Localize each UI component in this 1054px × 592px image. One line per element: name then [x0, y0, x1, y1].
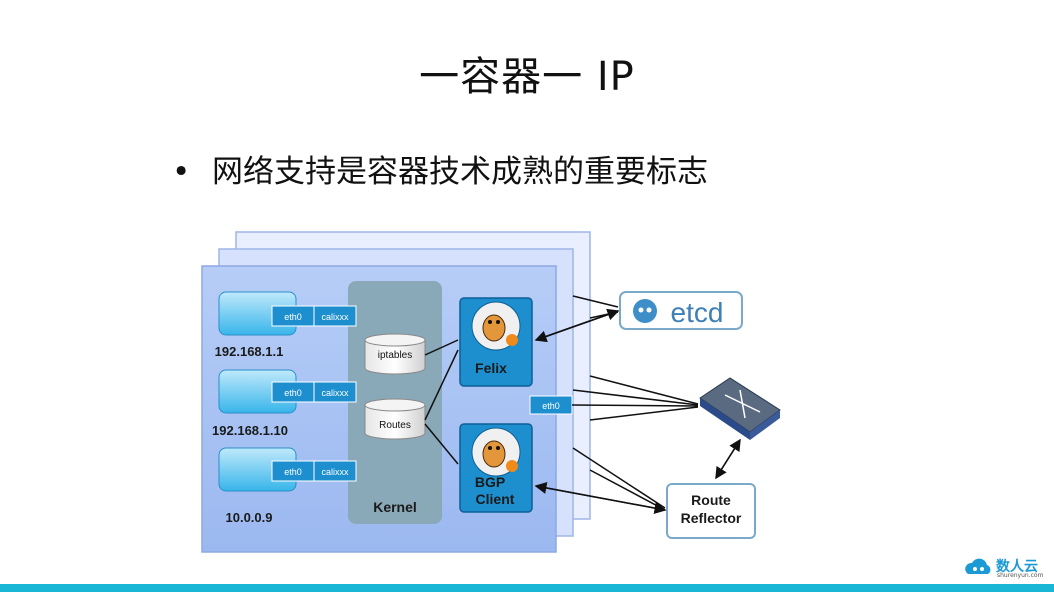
cali-interface [313, 381, 357, 403]
router-icon [699, 377, 781, 440]
container-ip: 10.0.0.9 [226, 510, 273, 525]
cali-label: calixxx [321, 388, 349, 398]
brand-name-en: shurenyun.com [997, 572, 1044, 579]
bgp-label-line2: Client [476, 491, 515, 507]
bullet-item: • 网络支持是容器技术成熟的重要标志 [172, 146, 708, 191]
felix-label: Felix [475, 360, 507, 376]
eth-label: eth0 [284, 388, 302, 398]
container-2: eth0 calixxx 192.168.1.10 [212, 369, 357, 438]
eth-label: eth0 [284, 312, 302, 322]
bullet-mark: • [172, 154, 191, 190]
container-ip: 192.168.1.10 [212, 423, 288, 438]
bgp-label-line1: BGP [475, 474, 505, 490]
route-reflector: Route Reflector [666, 483, 756, 539]
etcd-logo-icon [633, 299, 657, 323]
felix-agent: Felix [459, 297, 533, 387]
routes-label: Routes [379, 420, 411, 431]
container-ip: 192.168.1.1 [215, 344, 284, 359]
bgp-client-agent: BGP Client [459, 423, 533, 513]
kernel-label: Kernel [373, 499, 417, 515]
route-reflector-line1: Route [691, 492, 731, 508]
cali-interface [313, 305, 357, 327]
route-reflector-line2: Reflector [681, 510, 742, 526]
slide-title: 一容器一 IP [419, 54, 635, 100]
bullet-text: 网络支持是容器技术成熟的重要标志 [212, 154, 708, 190]
iptables-cylinder: iptables [364, 333, 426, 375]
eth-label: eth0 [284, 467, 302, 477]
brand-name-cn: 数人云 [996, 559, 1038, 575]
cali-label: calixxx [321, 312, 349, 322]
iptables-label: iptables [378, 350, 412, 361]
etcd-label: etcd [671, 297, 724, 328]
container-3: eth0 calixxx 10.0.0.9 [218, 447, 357, 525]
brand-cloud-icon [965, 558, 991, 574]
etcd-store: etcd [619, 291, 743, 330]
container-1: eth0 calixxx 192.168.1.1 [215, 291, 357, 359]
cali-interface [313, 460, 357, 482]
cali-label: calixxx [321, 467, 349, 477]
routes-cylinder: Routes [364, 398, 426, 440]
host-eth-label: eth0 [542, 401, 560, 411]
bottom-accent-bar [0, 584, 1054, 592]
